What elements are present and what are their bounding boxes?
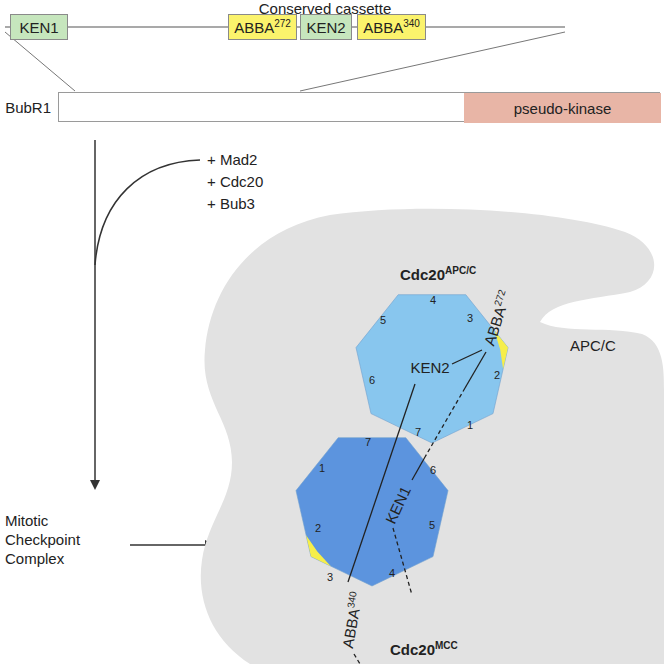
shape-heading: Cdc20APC/C [400,265,476,283]
motif-name: ABBA272 [480,288,515,348]
motif-box: ABBA340 [357,14,426,40]
protein-name: BubR1 [5,99,51,116]
motif-name: ABBA [363,19,403,36]
motif-link [348,384,415,582]
callout-number: 1 [319,462,325,475]
text-label: + Cdc20 [207,173,263,190]
box-text: KEN2 [306,19,345,36]
motif-name: pseudo-kinase [514,100,612,117]
callout-number: 2 [494,369,500,382]
callout-number: 6 [430,464,436,477]
dashed-link [354,654,360,664]
motif-name: ABBA340 [338,590,366,649]
callout-number: 5 [429,519,435,532]
complex-fill [201,209,664,664]
motif-box: ABBA272 [228,14,297,40]
box-text: ABBA340 [363,18,420,36]
callout-number: 4 [389,567,395,580]
callout-number: 4 [430,294,436,307]
dashed-link [393,528,412,595]
motif-text: ABBA [339,607,363,649]
domain-box: pseudo-kinase [464,93,661,123]
process-arrow [94,140,96,488]
protein-name: Cdc20 [400,266,445,283]
protein-name: APC/C [570,337,616,354]
callout-number: 3 [327,571,333,584]
superscript: 272 [274,18,291,29]
shape-heading: APC/C [570,337,616,354]
motif-link [452,350,482,364]
callout-number: 6 [369,374,375,387]
text-label: + Bub3 [207,195,255,212]
box-text: ABBA272 [234,18,291,36]
protein-name: Cdc20 [390,641,435,658]
superscript: MCC [435,640,458,651]
text-label: Conserved cassette [259,0,392,17]
callout-number: 2 [315,522,321,535]
binding-arrow [130,544,213,546]
merge-curve [95,160,200,265]
motif-name: KEN2 [306,19,345,36]
zoom-line [5,32,75,91]
motif-box: KEN2 [300,14,352,40]
propeller-fill [356,295,508,443]
complex-group [201,209,664,664]
binding-site [306,535,331,566]
motif-link [412,457,425,480]
dashed-link [425,388,465,457]
superscript: 340 [345,590,359,608]
zoom-line [300,32,565,91]
motif-name: KEN2 [410,359,449,376]
superscript: 272 [492,288,508,307]
motif-name: KEN1 [382,484,414,527]
superscript: 340 [403,18,420,29]
protein-bar: BubR1pseudo-kinase [58,92,660,122]
callout-number: 3 [467,312,473,325]
shape-heading: Cdc20MCC [390,640,458,658]
callout-number: 5 [380,314,386,327]
superscript: APC/C [445,265,476,276]
complex-shape: APC/CCdc20APC/CCdc20MCC [195,205,664,664]
text-label: + Mad2 [207,151,257,168]
box-text: pseudo-kinase [514,100,612,117]
callout-number: 7 [365,436,371,449]
callout-number: 1 [467,419,473,432]
motif-name: ABBA [234,19,274,36]
complex-label: Mitotic Checkpoint Complex [5,512,105,568]
callout-number: 7 [415,426,421,439]
box-text: KEN1 [19,19,58,36]
motif-name: KEN1 [19,19,58,36]
motif-link [465,352,486,388]
motif-text: ABBA [481,304,510,347]
motif-box: KEN1 [10,14,68,40]
